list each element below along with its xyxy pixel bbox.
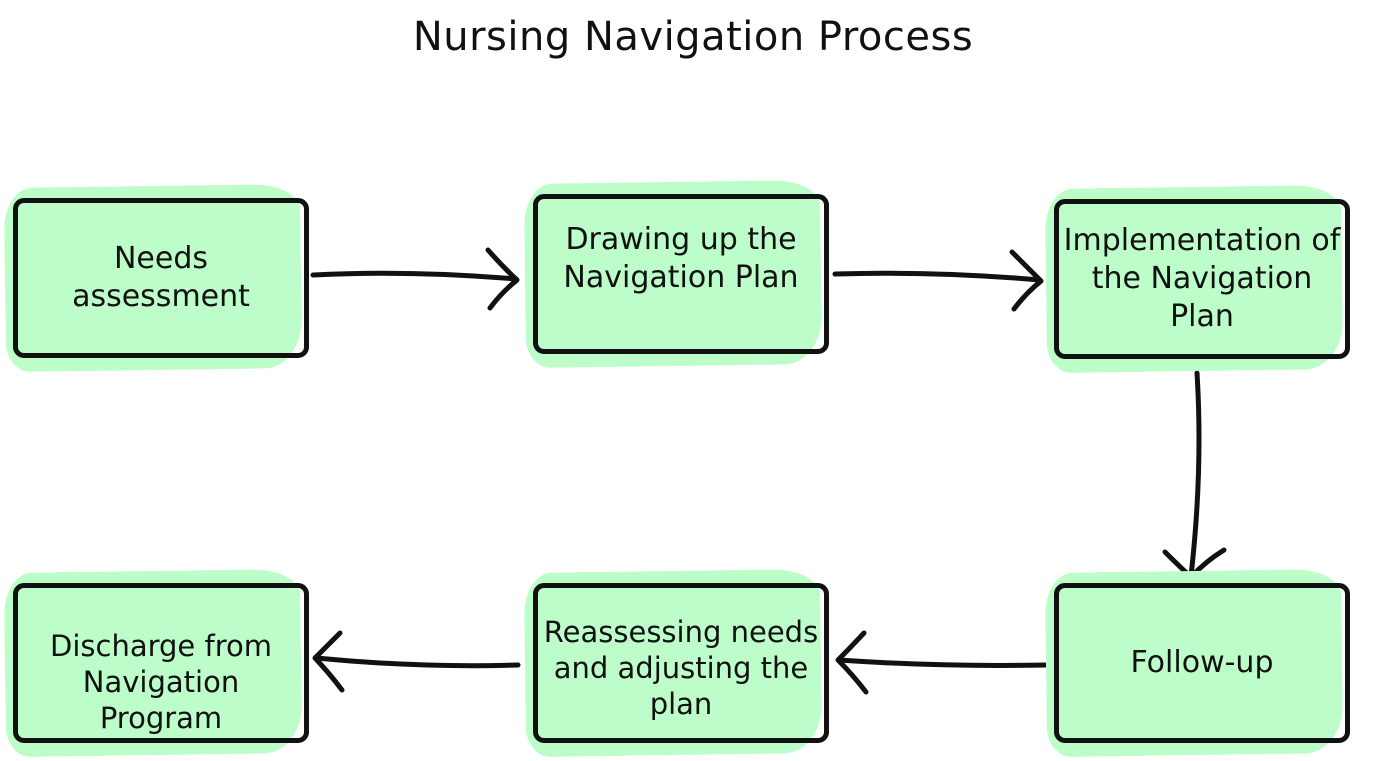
step-box: Drawing up the Navigation Plan [533, 194, 829, 354]
step-label: Discharge from Navigation Program [50, 629, 272, 735]
diagram-title: Nursing Navigation Process [412, 14, 974, 60]
step-label: Needs assessment [72, 241, 250, 314]
step-label: Implementation of the Navigation Plan [1063, 223, 1341, 334]
step-label: Reassessing needs and adjusting the plan [543, 615, 819, 721]
arrow-implementation-to-followup [1162, 370, 1227, 580]
step-implementation: Implementation of the Navigation Plan [1044, 184, 1350, 374]
step-label: Follow-up [1130, 645, 1274, 680]
step-reassessing: Reassessing needs and adjusting the plan [523, 568, 829, 758]
step-box: Discharge from Navigation Program [13, 583, 309, 743]
step-box: Follow-up [1054, 583, 1350, 743]
arrow-followup-to-reassessing [835, 630, 1048, 695]
step-box: Implementation of the Navigation Plan [1054, 199, 1350, 359]
step-discharge: Discharge from Navigation Program [3, 568, 309, 758]
step-box: Needs assessment [13, 198, 309, 358]
step-drawing-up-plan: Drawing up the Navigation Plan [523, 179, 829, 369]
step-follow-up: Follow-up [1044, 568, 1350, 758]
step-box: Reassessing needs and adjusting the plan [533, 583, 829, 743]
step-label: Drawing up the Navigation Plan [563, 222, 799, 295]
step-needs-assessment: Needs assessment [3, 183, 309, 373]
arrow-reassessing-to-discharge [312, 630, 521, 693]
arrow-needs-to-drawing [310, 247, 520, 311]
arrow-drawing-to-implementation [832, 249, 1044, 312]
